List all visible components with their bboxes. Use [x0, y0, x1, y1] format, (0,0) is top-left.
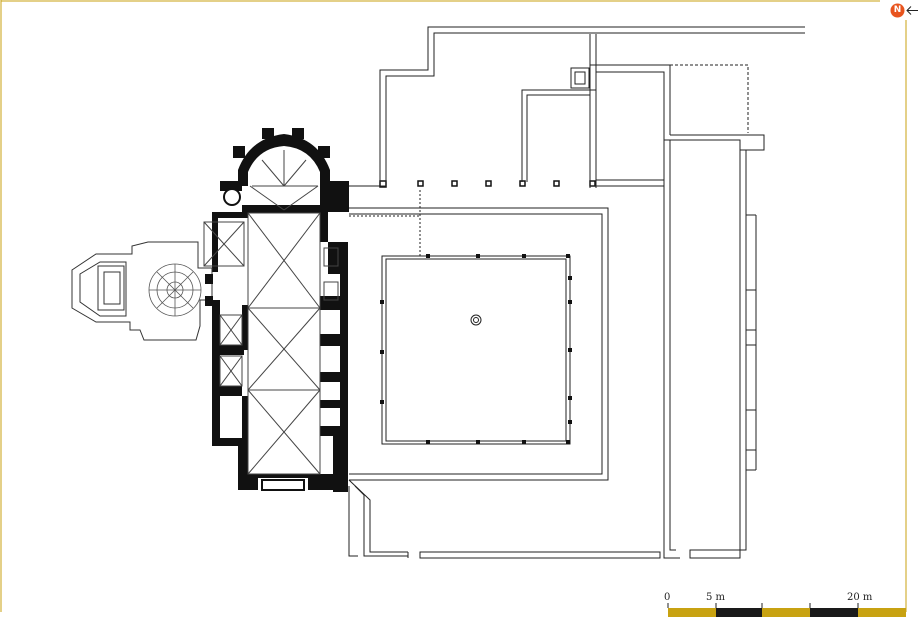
west-annex: [71, 241, 213, 341]
east-range: [663, 134, 765, 559]
map-frame: [0, 0, 907, 612]
apse-icon: [238, 134, 330, 186]
arcade-piers: [379, 180, 596, 188]
north-arrow-icon: [890, 3, 918, 18]
nave: [247, 150, 321, 475]
north-buildings: [379, 26, 805, 188]
north-label: N: [893, 5, 902, 15]
south-range: [348, 479, 661, 559]
scale-label-0: 0: [664, 592, 671, 603]
side-chapels: [203, 221, 339, 387]
scale-bar: [667, 603, 906, 617]
church-walls: [212, 128, 349, 492]
cloister-columns: [380, 254, 572, 444]
cloister: [349, 190, 609, 481]
scale-label-20m: 20 m: [847, 592, 873, 603]
spiral-stair-icon: [223, 188, 241, 206]
dome-icon: [148, 263, 202, 317]
cloister-fountain-icon: [470, 314, 482, 326]
scale-label-5m: 5 m: [706, 592, 726, 603]
